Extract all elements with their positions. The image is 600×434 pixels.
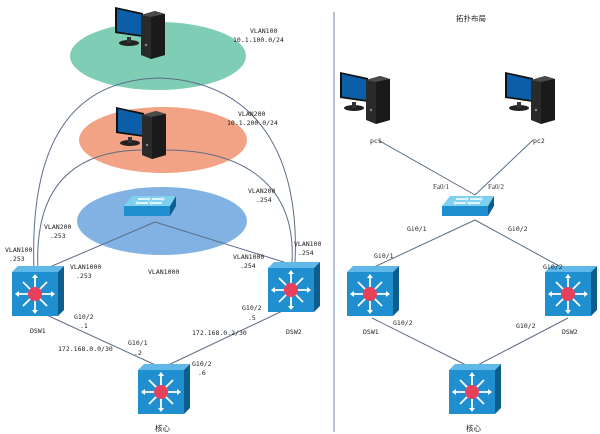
pc1-icon [340, 72, 390, 124]
core-port1-ip: .2 [134, 349, 142, 357]
vlan200-dsw1-ip: .253 [50, 232, 66, 240]
link-dsw1-vlan100 [33, 77, 161, 271]
vlan1000-dsw1-label: VLAN1000 [70, 263, 101, 271]
pc1-name: pc1 [370, 137, 382, 145]
right-dsw2-name: DSW2 [562, 328, 578, 336]
vlan200-dsw2-label: VLAN200 [248, 187, 275, 195]
net2-label: 172.168.0.2/30 [192, 329, 247, 337]
core-name: 核心 [155, 423, 170, 433]
vlan1000-dsw2-ip: .254 [240, 262, 256, 270]
right-panel-title: 拓扑布局 [456, 13, 486, 23]
link-sw-dsw2 [474, 219, 571, 273]
right-access-switch-icon [441, 195, 495, 217]
dsw2-name: DSW2 [286, 328, 302, 336]
dsw1-port-ip: .1 [80, 322, 88, 330]
vlan200-zone-subnet: 10.1.200.0/24 [227, 119, 278, 127]
right-core-name: 核心 [466, 423, 481, 433]
core-port2-ip: .6 [198, 369, 206, 377]
dsw2-port-gi02: Gi0/2 [543, 263, 563, 271]
vlan100-zone-label: VLAN100 [250, 27, 277, 35]
dsw2-port-label: G10/2 [242, 304, 262, 312]
vlan100-zone-subnet: 10.1.100.0/24 [233, 36, 284, 44]
sw-port-fa02: Fa0/2 [488, 183, 504, 191]
vlan100-dsw2-ip: .254 [298, 249, 314, 257]
link-pc1-sw [377, 139, 476, 196]
vlan100-dsw1-ip: .253 [9, 255, 25, 263]
link-dsw2-core-r [471, 317, 569, 369]
link-dsw2-vlan200 [164, 149, 293, 263]
vlan200-zone-label: VLAN200 [238, 110, 265, 118]
vlan1000-dsw1-ip: .253 [76, 272, 92, 280]
sw-port-gi02: Gi0/2 [508, 225, 528, 233]
right-dsw1-name: DSW1 [363, 328, 379, 336]
link-dsw2-core [161, 305, 294, 369]
access-switch-icon [123, 195, 177, 217]
link-dsw2-vlan1000 [154, 221, 291, 265]
sw-port-gi01: Gi0/1 [407, 225, 427, 233]
right-dsw2-port-g02: G10/2 [516, 322, 536, 330]
link-pc2-sw [474, 139, 534, 196]
dsw1-port-gi01: Gi0/1 [374, 252, 394, 260]
right-dsw2-icon [544, 265, 598, 317]
core-port1-label: G10/1 [128, 339, 148, 347]
pc2-icon [505, 72, 555, 124]
vlan100-dsw1-label: VLAN100 [5, 246, 32, 254]
link-dsw1-core [39, 311, 163, 369]
core-l3switch-icon [137, 363, 191, 415]
right-dsw1-port-g02: G10/2 [393, 319, 413, 327]
vlan100-dsw2-label: VLAN100 [294, 240, 321, 248]
dsw1-port-label: G10/2 [74, 313, 94, 321]
vlan1000-zone-label: VLAN1000 [148, 268, 179, 276]
dsw2-port-ip: .5 [248, 314, 256, 322]
sw-port-fa01: Fa0/1 [433, 183, 449, 191]
right-core-icon [448, 363, 502, 415]
link-dsw1-vlan200 [37, 149, 151, 271]
pc2-name: pc2 [533, 137, 545, 145]
net1-label: 172.168.0.0/30 [58, 345, 113, 353]
vlan1000-dsw2-label: VLAN1000 [233, 253, 264, 261]
link-dsw2-vlan100 [159, 77, 296, 263]
link-dsw1-vlan1000 [37, 221, 156, 273]
dsw1-l3switch-icon [11, 265, 65, 317]
vlan1000-zone [77, 187, 247, 255]
dsw1-name: DSW1 [30, 327, 46, 335]
link-dsw1-core-r [371, 317, 473, 369]
core-port2-label: G10/2 [192, 360, 212, 368]
vlan200-dsw2-ip: .254 [256, 196, 272, 204]
vlan200-dsw1-label: VLAN200 [44, 223, 71, 231]
link-sw-dsw1 [371, 219, 476, 269]
dsw2-l3switch-icon [267, 261, 321, 313]
right-dsw1-icon [346, 265, 400, 317]
